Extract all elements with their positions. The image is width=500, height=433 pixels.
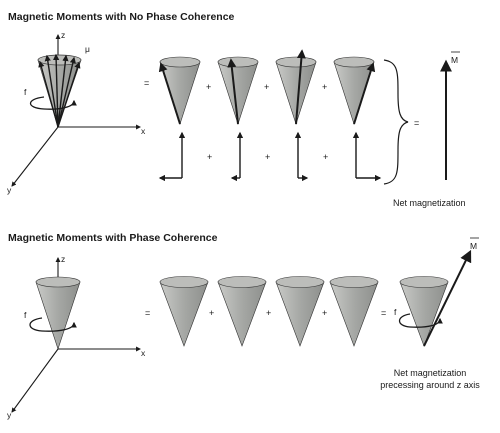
top-axis-y-label: y <box>7 185 12 195</box>
bottom-panel-title: Magnetic Moments with Phase Coherence <box>8 232 218 244</box>
top-panel-title: Magnetic Moments with No Phase Coherence <box>8 11 235 23</box>
top-cone-4 <box>333 56 376 125</box>
top-precession-arrow <box>29 96 77 110</box>
top-axis-x-label: x <box>141 126 146 136</box>
bottom-vector-label: M <box>470 241 477 251</box>
top-plus-1: + <box>206 82 211 92</box>
bottom-axis-z-label: z <box>61 254 65 264</box>
bottom-result-equals: = <box>381 308 386 318</box>
top-mu-label: μ <box>85 44 90 54</box>
top-component-plus-3: + <box>323 152 328 162</box>
top-vector-label: M <box>451 55 458 65</box>
top-plus-2: + <box>264 82 269 92</box>
top-brace <box>383 59 409 185</box>
bottom-cone-4 <box>329 276 379 347</box>
top-brace-equals: = <box>414 118 419 128</box>
bottom-result-precession-arrow <box>398 313 443 328</box>
top-plus-3: + <box>322 82 327 92</box>
top-components <box>158 131 382 182</box>
bottom-plus-2: + <box>266 308 271 318</box>
bottom-result-cone <box>399 276 449 347</box>
bottom-plus-1: + <box>209 308 214 318</box>
bottom-precession-cone <box>35 276 81 350</box>
top-f-label: f <box>24 87 27 97</box>
bottom-precession-arrow <box>29 317 77 332</box>
bottom-cone-2 <box>217 276 267 347</box>
top-cone-1 <box>158 56 201 125</box>
bottom-cone-3 <box>275 276 325 347</box>
bottom-net-magnetization-vector <box>423 249 472 347</box>
bottom-result-f-label: f <box>394 307 397 317</box>
top-component-plus-2: + <box>265 152 270 162</box>
bottom-axis-x-label: x <box>141 348 146 358</box>
top-component-plus-1: + <box>207 152 212 162</box>
top-cone-3 <box>275 49 317 125</box>
top-cone-2 <box>217 56 259 125</box>
bottom-caption-line2: precessing around z axis <box>380 380 480 390</box>
top-axis-z-label: z <box>61 30 65 40</box>
top-caption: Net magnetization <box>393 198 466 208</box>
top-moment-vectors <box>38 53 81 128</box>
bottom-f-label: f <box>24 310 27 320</box>
bottom-equals-sign: = <box>145 308 150 318</box>
top-equals-sign: = <box>144 78 149 88</box>
bottom-cone-1 <box>159 276 209 347</box>
bottom-plus-3: + <box>322 308 327 318</box>
bottom-axis-y-label: y <box>7 410 12 420</box>
bottom-caption-line1: Net magnetization <box>394 368 467 378</box>
